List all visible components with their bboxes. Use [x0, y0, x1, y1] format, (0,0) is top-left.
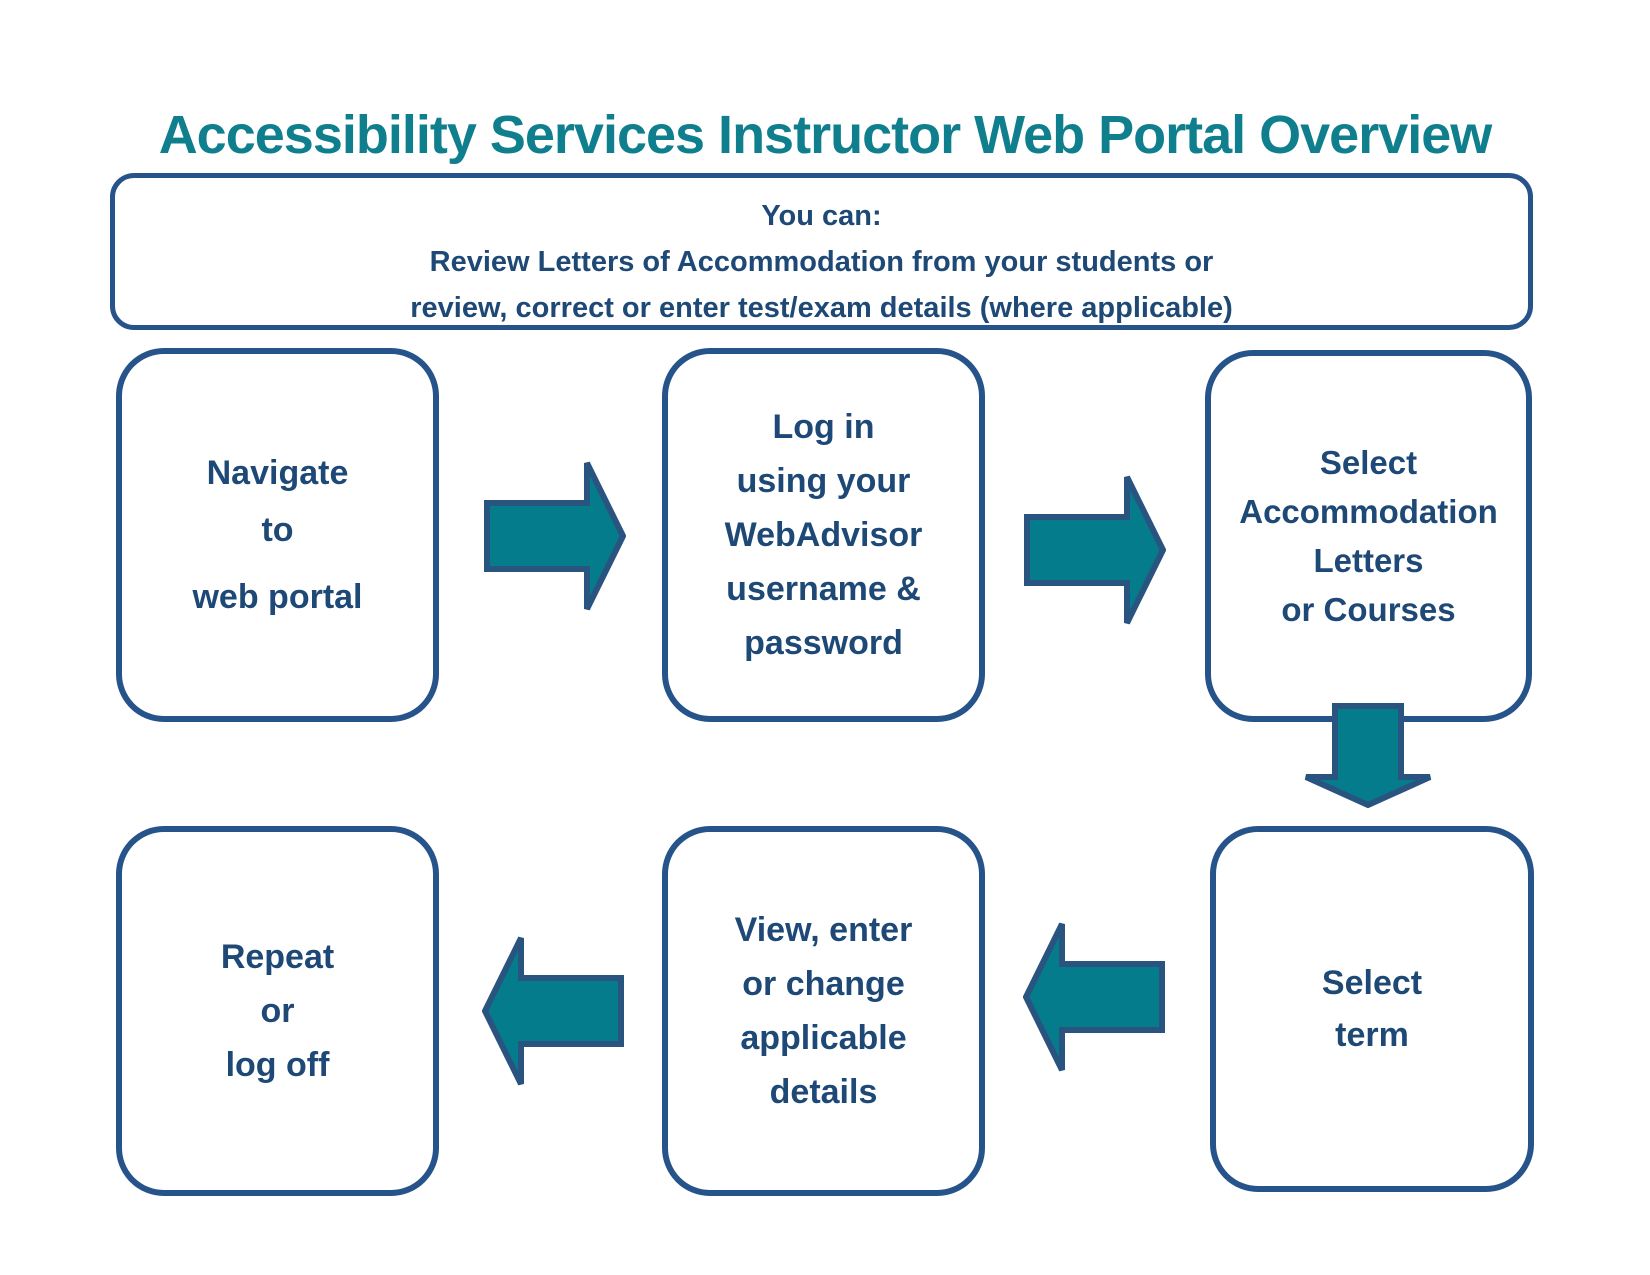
step-text-line: Navigate [206, 453, 349, 492]
arrow-left-icon [482, 936, 624, 1086]
flow-step-select-accommodation-letters: Select Accommodation Letters or Courses [1205, 350, 1532, 722]
step-text-line: Log in [772, 408, 875, 446]
banner-line: review, correct or enter test/exam detai… [410, 292, 1233, 324]
page-title: Accessibility Services Instructor Web Po… [158, 105, 1493, 165]
step-text-line: WebAdvisor [724, 516, 923, 554]
arrow-down-icon [1304, 703, 1432, 808]
step-text-line: username & [726, 570, 921, 608]
flow-step-navigate-web-portal: Navigate to web portal [116, 348, 439, 722]
step-text-line: log off [225, 1046, 330, 1084]
step-text-line: applicable [740, 1019, 907, 1057]
step-text-line: term [1335, 1016, 1409, 1054]
banner-line: Review Letters of Accommodation from you… [429, 246, 1214, 278]
step-text-line: web portal [192, 577, 363, 616]
arrow-right-icon [484, 461, 626, 611]
step-text-line: or change [742, 965, 905, 1003]
step-text-line: Letters [1313, 542, 1424, 579]
step-text-line: Accommodation [1239, 493, 1498, 530]
flow-step-view-enter-change-details: View, enter or change applicable details [662, 826, 985, 1196]
step-text-line: View, enter [734, 911, 913, 949]
arrow-right-icon [1024, 475, 1166, 625]
flow-step-select-term: Select term [1210, 826, 1534, 1192]
step-text-line: password [744, 624, 903, 662]
step-text-line: using your [736, 462, 911, 500]
step-text-line: or Courses [1281, 591, 1456, 628]
step-text-line: Repeat [220, 938, 335, 976]
arrow-left-icon [1023, 922, 1165, 1072]
step-text-line: to [261, 510, 294, 549]
step-text-line: Select [1321, 964, 1423, 1002]
step-text-line: or [260, 992, 295, 1030]
step-text-line: Select [1319, 444, 1418, 481]
intro-banner: You can: Review Letters of Accommodation… [110, 173, 1533, 330]
step-text-line: details [769, 1073, 878, 1111]
flow-step-log-in: Log in using your WebAdvisor username & … [662, 348, 985, 722]
flow-step-repeat-or-log-off: Repeat or log off [116, 826, 439, 1196]
banner-line: You can: [761, 200, 882, 232]
